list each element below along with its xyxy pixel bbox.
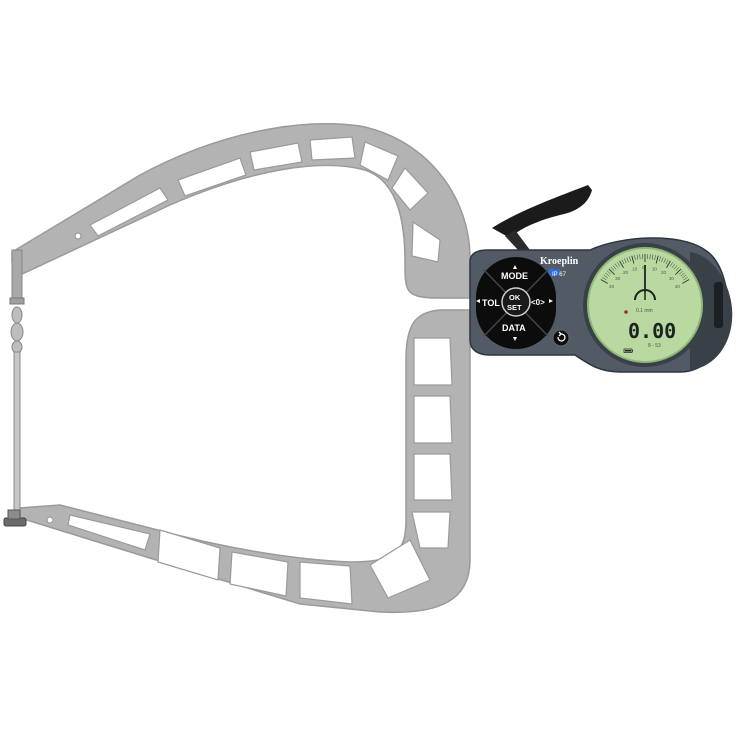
dial-tick (673, 265, 678, 270)
data-button[interactable]: DATA (502, 323, 526, 341)
dial-tick (658, 256, 661, 262)
dial-tick (649, 254, 651, 260)
dial-scale-label: 10 (632, 266, 638, 271)
dial-tick (631, 255, 635, 264)
lower-arm-cutouts (46, 337, 453, 605)
dial-tick (603, 274, 608, 279)
data-button-label: DATA (502, 323, 526, 333)
dial-tick (614, 263, 619, 268)
dial-tick (608, 268, 615, 275)
reset-button[interactable] (552, 329, 570, 347)
dial-tick (671, 263, 676, 268)
tol-button[interactable]: TOL (476, 298, 500, 308)
dial-scale-label: 30 (615, 276, 621, 281)
dial-tick (610, 266, 615, 271)
brand-name: Kroeplin (540, 256, 579, 267)
resolution-label: 0.1 mm (636, 308, 653, 314)
dial-tick (624, 258, 627, 264)
dial-tick (606, 270, 611, 275)
dial-tick (663, 258, 666, 264)
dial-scale-label: 0 (642, 265, 645, 270)
dial-tick (655, 255, 659, 264)
dial-tick (629, 256, 632, 262)
dial-tick (683, 277, 688, 281)
keypad: MODE DATA TOL <0> OK SET (476, 257, 556, 349)
dial-tick (679, 270, 684, 275)
analog-arc-icon (634, 289, 656, 301)
tol-button-label: TOL (482, 298, 500, 308)
dial-tick (675, 266, 680, 271)
dial-tick (654, 255, 656, 261)
dial-tick (621, 259, 625, 265)
ip67-badge: IP 67 (548, 269, 567, 278)
ok-set-button[interactable]: OK SET (501, 287, 531, 317)
dial-scale-label: 20 (661, 270, 667, 275)
caliper-frame (11, 123, 471, 614)
dial-tick (612, 265, 617, 270)
upper-arm-cutouts (74, 136, 441, 263)
dial-tick (602, 277, 607, 281)
tolerance-range: 8 - 53 (648, 343, 661, 349)
dial-tick (680, 272, 685, 277)
dial-tick (666, 260, 671, 268)
reading-value: 0.00 (628, 319, 676, 343)
zero-button-label: <0> (531, 298, 545, 307)
set-label: SET (507, 303, 522, 312)
dial-tick (661, 257, 664, 263)
dial-tick (636, 254, 639, 260)
dial-tick (651, 254, 654, 260)
zero-button[interactable]: <0> (531, 298, 553, 307)
dial-scale-label: 20 (623, 270, 629, 275)
dial-tick (669, 262, 673, 267)
dial-tick (619, 260, 624, 268)
dial-tick (605, 272, 610, 277)
dial-tick (675, 268, 682, 275)
reset-icon (557, 331, 566, 342)
dial-scale-label: 40 (675, 284, 681, 289)
dial-scale-label: 10 (652, 266, 658, 271)
dial-tick (617, 262, 621, 267)
measuring-spindle (9, 249, 25, 513)
up-triangle-icon (513, 265, 517, 269)
dial-tick (626, 257, 629, 263)
dial-tick (665, 259, 669, 265)
right-triangle-icon (549, 299, 553, 303)
dial-scale-label: 30 (669, 276, 675, 281)
dial-tick (634, 255, 636, 261)
upper-arm (11, 123, 471, 299)
dial-tick (639, 254, 641, 260)
measuring-anvil (3, 509, 27, 527)
mode-button-label: MODE (501, 271, 528, 281)
mode-button[interactable]: MODE (501, 265, 528, 281)
dial-scale-label: 40 (609, 284, 615, 289)
battery-icon (623, 348, 633, 353)
release-lever[interactable] (492, 185, 592, 252)
dial-scale (600, 254, 690, 284)
left-triangle-icon (476, 299, 480, 303)
dial-tick (682, 279, 690, 284)
down-triangle-icon (513, 337, 517, 341)
ok-label: OK (509, 293, 521, 302)
svg-text:IP 67: IP 67 (552, 272, 567, 278)
dial-tick (600, 279, 608, 284)
dial-tick (682, 274, 687, 279)
